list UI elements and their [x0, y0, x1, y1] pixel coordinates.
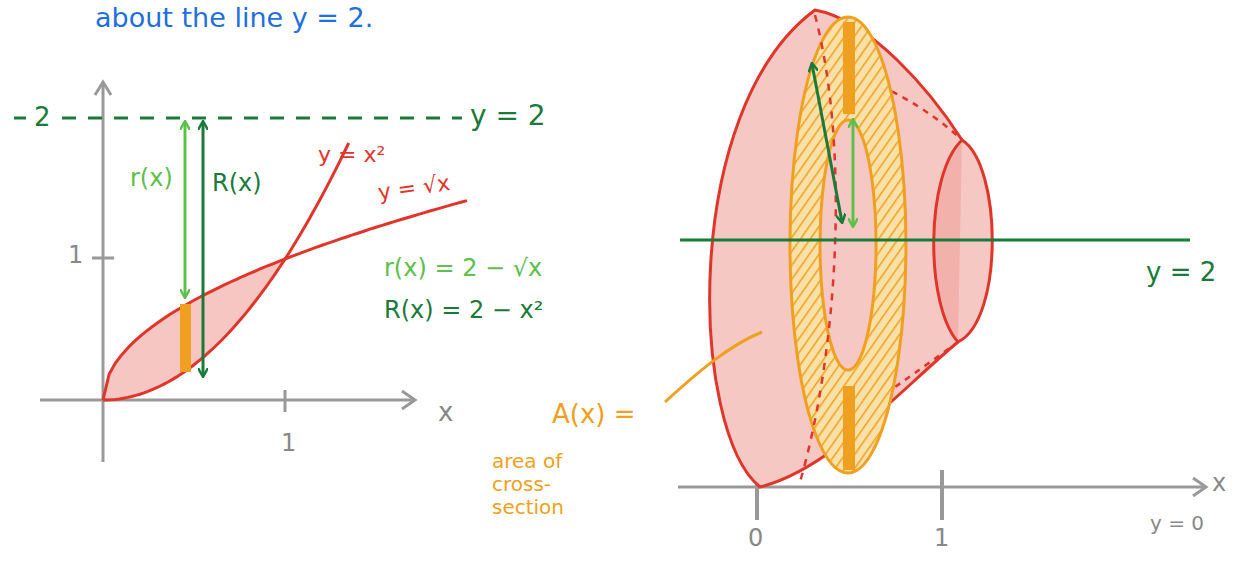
annotation-label: r(x): [130, 165, 173, 193]
x-axis: [40, 399, 414, 402]
tick: [92, 257, 114, 260]
annotation-label: y = 0: [1150, 512, 1204, 535]
strip: [843, 22, 855, 114]
annotation-label: y = 2: [1146, 258, 1216, 288]
solid-outline: [710, 10, 993, 487]
annotation-label: x: [438, 398, 453, 428]
annotation-label: 1: [934, 525, 949, 553]
annotation-label: y = 2: [470, 100, 546, 132]
leader-line: [665, 332, 762, 402]
axis-line: [680, 239, 1190, 242]
annotation-label: A(x) =: [552, 400, 636, 430]
annotation-label: 0: [748, 525, 763, 553]
radius-arrow: [852, 120, 855, 226]
cross-section: [790, 17, 906, 473]
radius-arrow: [202, 122, 205, 376]
axis-arrow: [1193, 478, 1206, 496]
radius-arrow: [812, 64, 842, 222]
tick: [284, 390, 287, 412]
axis-arrow: [402, 391, 415, 409]
strip: [843, 386, 855, 470]
annotation-label: r(x) = 2 − √x: [384, 255, 542, 283]
annotation-label: R(x): [212, 170, 262, 198]
annotation-label: y = √x: [376, 170, 451, 205]
parabola-curve: [103, 143, 349, 400]
annotation-label: area of cross-section: [492, 450, 617, 519]
annotation-label: about the line y = 2.: [95, 2, 373, 33]
annotation-label: 2: [31, 103, 54, 133]
annotation-label: 1: [281, 430, 296, 458]
strip: [180, 304, 191, 372]
y-axis: [102, 84, 105, 462]
dashed-curve: [800, 15, 836, 482]
annotation-label: y = x²: [318, 142, 385, 167]
axis-arrow: [95, 82, 111, 95]
dash: [14, 117, 26, 120]
annotation-label: x: [1212, 470, 1226, 498]
tick: [940, 470, 944, 520]
annotation-label: R(x) = 2 − x²: [384, 297, 543, 325]
dashed-line: [62, 117, 462, 120]
shaded-region: [103, 259, 285, 400]
radius-arrow: [184, 122, 187, 297]
annotation-label: 1: [68, 242, 83, 270]
